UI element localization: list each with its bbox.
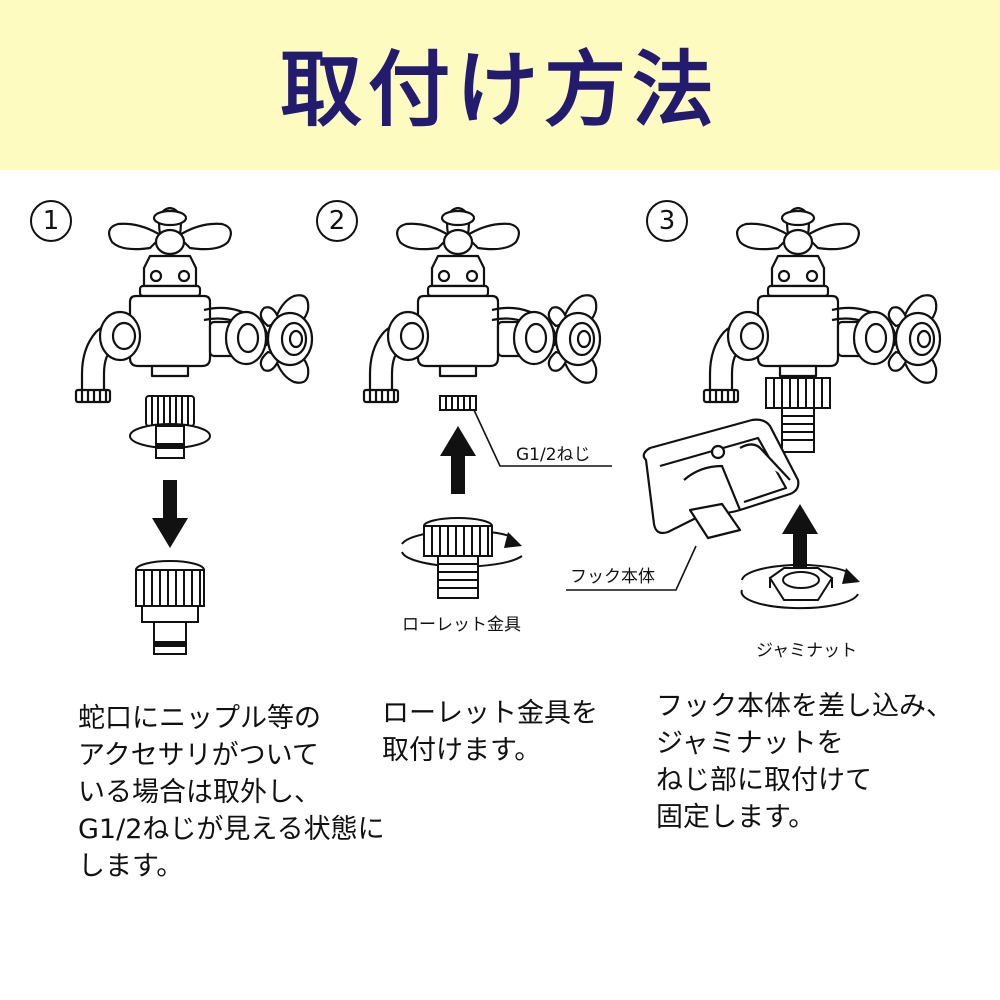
step-2-description: ローレット金具を 取付けます。 [382,695,598,769]
step-3-line: 固定します。 [656,802,816,833]
step-3-line: ジャミナットを [656,728,844,759]
title-banner: 取付け方法 [0,0,1000,170]
illustration-area: 1 2 3 [0,170,1000,690]
step-1-line: します。 [78,851,184,882]
step-1-number: 1 [30,200,72,242]
step-2-line: 取付けます。 [382,735,542,766]
faucet-diagrams [74,206,942,655]
jam-nut-label: ジャミナット [756,641,858,661]
step-3-line: ねじ部に取付けて [656,765,872,796]
step-1-line: G1/2ねじが見える状態に [78,814,385,845]
step-3-line: フック本体を差し込み、 [656,691,953,722]
page-title: 取付け方法 [279,42,720,138]
step-2-line: ローレット金具を [382,698,598,729]
step-1-line: 蛇口にニップル等の [78,703,321,734]
step-1-line: いる場合は取外し、 [78,777,321,808]
step-1-line: アクセサリがついて [78,740,319,771]
thread-label: G1/2ねじ [516,445,591,465]
step-2-number: 2 [316,200,358,242]
step-3-description: フック本体を差し込み、 ジャミナットを ねじ部に取付けて 固定します。 [656,688,953,836]
step-3-number: 3 [646,200,688,242]
step-1-description: 蛇口にニップル等の アクセサリがついて いる場合は取外し、 G1/2ねじが見える… [78,700,385,885]
hook-body-label: フック本体 [570,567,655,587]
knurled-fitting-label: ローレット金具 [402,615,521,635]
